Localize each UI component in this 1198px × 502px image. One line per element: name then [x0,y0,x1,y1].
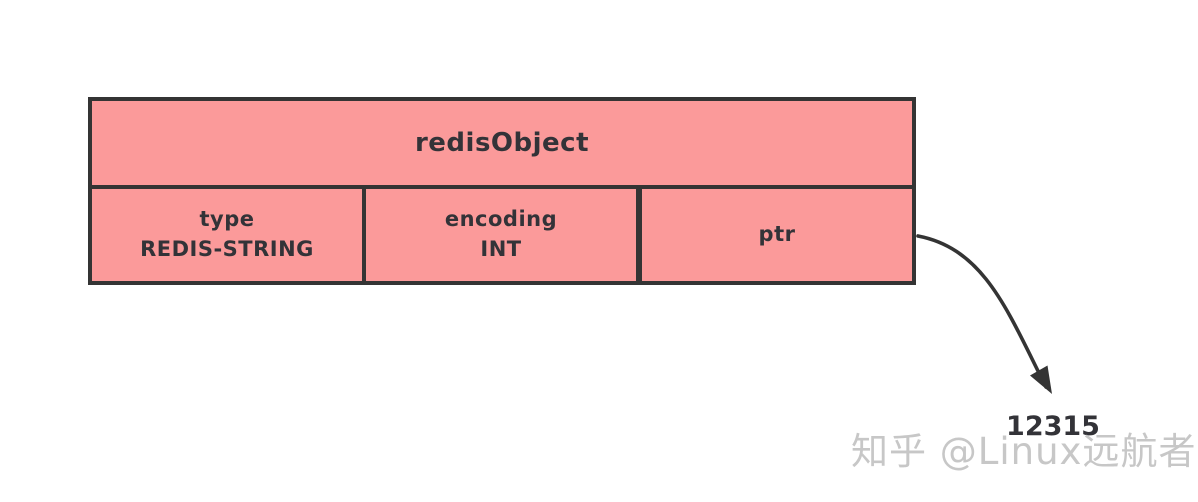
table-title: redisObject [414,128,590,158]
cell-ptr: ptr [642,189,912,281]
pointer-arrow-shaft [916,234,1048,389]
cell-type: type REDIS-STRING [92,189,366,281]
cell-encoding-value: INT [480,237,522,261]
cell-type-value: REDIS-STRING [140,237,314,261]
cell-type-label: type [199,207,255,232]
table-cells-row: type REDIS-STRING encoding INT ptr [92,189,912,281]
redis-object-table: redisObject type REDIS-STRING encoding I… [88,97,916,285]
pointer-target-value: 12315 [1006,411,1100,442]
pointer-arrowhead-icon [1030,365,1052,394]
watermark: 知乎 @Linux远航者 [851,430,1197,473]
cell-encoding-label: encoding [444,207,558,232]
cell-ptr-label: ptr [758,222,796,247]
cell-encoding: encoding INT [366,189,642,281]
table-title-row: redisObject [92,101,912,189]
